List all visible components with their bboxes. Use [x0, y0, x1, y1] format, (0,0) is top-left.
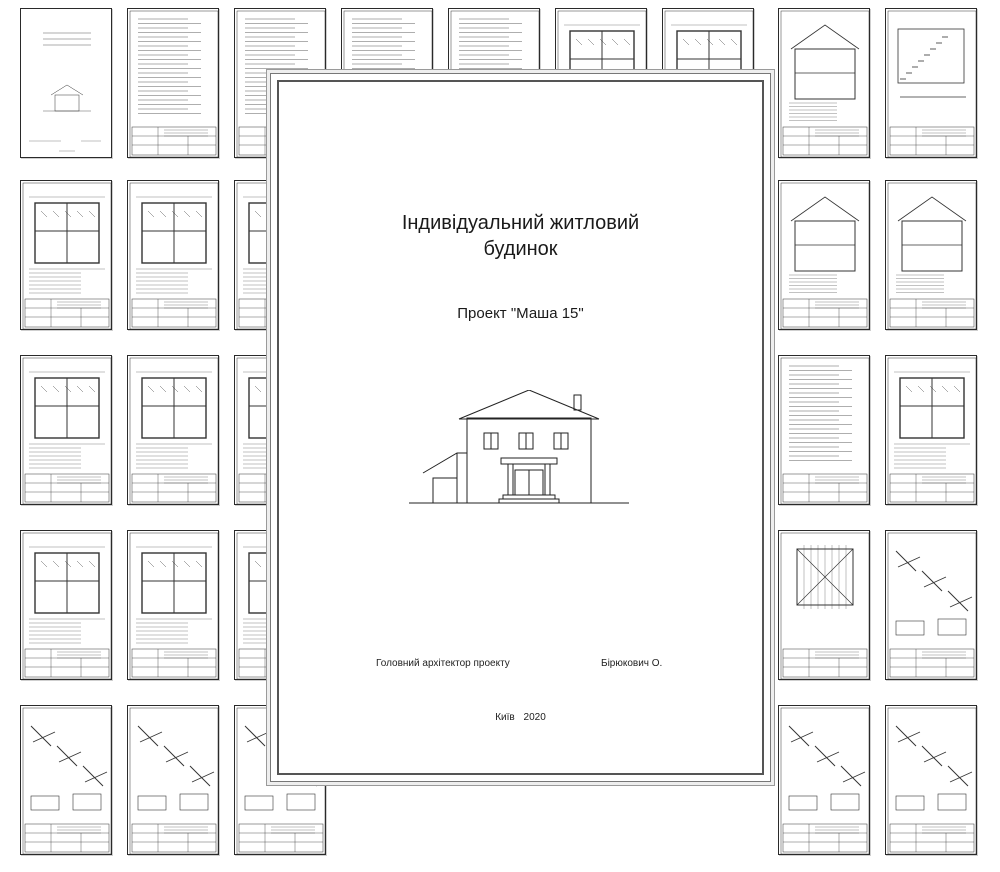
project-name: Проект "Маша 15" [457, 305, 584, 322]
sheet-thumbnail-drawing [29, 32, 101, 152]
sheet-thumbnail [778, 8, 870, 158]
sheet-thumbnail [20, 8, 112, 158]
sheet-thumbnail-drawing [129, 10, 218, 157]
document-title-line-2: будинок [483, 238, 558, 260]
sheet-thumbnail [20, 355, 112, 505]
sheet-thumbnail-drawing [780, 182, 869, 329]
sheet-thumbnail [20, 705, 112, 855]
sheet-thumbnail [885, 355, 977, 505]
city-year-line: Київ 2020 [279, 712, 762, 723]
sheet-thumbnail [127, 355, 219, 505]
sheet-thumbnail-drawing [22, 707, 111, 854]
sheet-thumbnail [778, 530, 870, 680]
chief-architect-name: Бірюкович О. [601, 658, 663, 669]
sheet-thumbnail [127, 530, 219, 680]
sheet-thumbnail-drawing [887, 707, 976, 854]
sheet-thumbnail-drawing [129, 357, 218, 504]
sheet-thumbnail-drawing [129, 707, 218, 854]
sheet-thumbnail [778, 705, 870, 855]
sheet-thumbnail [20, 530, 112, 680]
sheet-thumbnail [885, 180, 977, 330]
cover-page-frame: Індивідуальний житловий будинок Проект "… [277, 80, 764, 775]
sheet-thumbnail-drawing [887, 532, 976, 679]
sheet-thumbnail [885, 705, 977, 855]
sheet-thumbnail-drawing [129, 182, 218, 329]
sheet-thumbnail [778, 355, 870, 505]
sheet-thumbnail-drawing [780, 532, 869, 679]
sheet-thumbnail-drawing [22, 357, 111, 504]
sheet-thumbnail-drawing [887, 10, 976, 157]
sheet-thumbnail-drawing [887, 357, 976, 504]
document-title: Індивідуальний житловий будинок [279, 210, 762, 262]
cover-page: Індивідуальний житловий будинок Проект "… [270, 73, 771, 782]
sheet-thumbnail [885, 8, 977, 158]
sheet-thumbnail-drawing [780, 10, 869, 157]
sheet-thumbnail-drawing [887, 182, 976, 329]
sheet-thumbnail-drawing [780, 707, 869, 854]
sheet-thumbnail [885, 530, 977, 680]
sheet-thumbnail-drawing [780, 357, 869, 504]
year: 2020 [523, 712, 546, 723]
house-facade-drawing [409, 390, 629, 504]
sheet-thumbnail [20, 180, 112, 330]
city: Київ [495, 712, 515, 723]
sheet-thumbnail [127, 180, 219, 330]
sheet-thumbnail [127, 705, 219, 855]
sheet-thumbnail [127, 8, 219, 158]
sheet-thumbnail [778, 180, 870, 330]
sheet-thumbnail-drawing [22, 182, 111, 329]
document-title-line-1: Індивідуальний житловий [401, 212, 640, 234]
sheet-thumbnail-drawing [129, 532, 218, 679]
sheet-thumbnail-drawing [22, 532, 111, 679]
chief-architect-label: Головний архітектор проекту [376, 658, 510, 669]
